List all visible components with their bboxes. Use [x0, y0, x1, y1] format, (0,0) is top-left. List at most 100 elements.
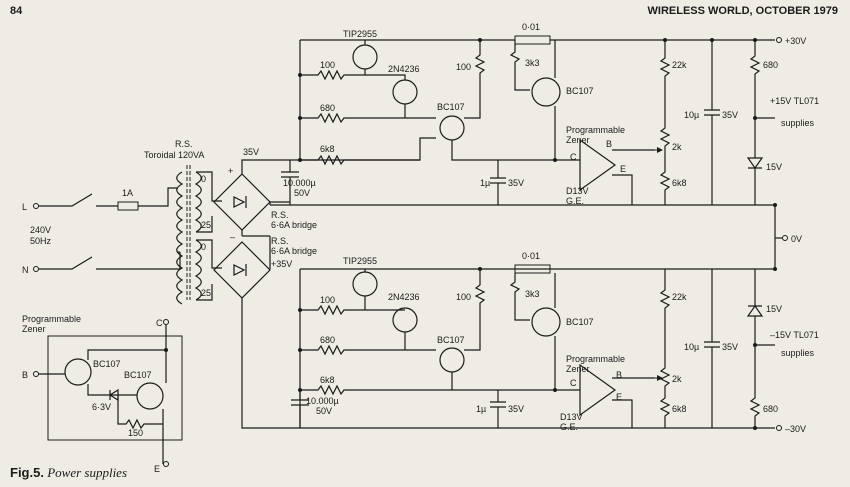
bridge-rectifier-upper: + – R.S. 6·6A bridge: [213, 159, 317, 242]
upper-pz-maker: G.E.: [566, 196, 584, 206]
lower-zener-label1: Programmable: [566, 354, 625, 364]
lower-tl071: –15V TL071: [770, 330, 819, 340]
live-terminal: [33, 203, 39, 209]
lower-t4-label: BC107: [566, 317, 594, 327]
upper-filter-cap-voltage: 50V: [294, 188, 310, 198]
lower-dc-voltage: +35V: [271, 259, 292, 269]
lower-output-terminal: [776, 425, 782, 431]
upper-dc-voltage: 35V: [243, 147, 259, 157]
upper-pin-b: B: [606, 139, 612, 149]
upper-t1-label: TIP2955: [343, 29, 377, 39]
upper-r-top: 22k: [672, 60, 687, 70]
upper-rsense: [514, 35, 551, 45]
inset-t1-label: BC107: [93, 359, 121, 369]
lower-bc107-driver: [439, 347, 465, 373]
upper-r-load: 680: [763, 60, 778, 70]
lower-out-cap-voltage: 35V: [722, 342, 738, 352]
zero-volt-terminal: [782, 235, 788, 241]
lower-supplies: supplies: [781, 348, 815, 358]
inset-pin-e: E: [154, 464, 160, 474]
bridge-lower-maker: R.S.: [271, 236, 289, 246]
lower-r3: 6k8: [320, 375, 335, 385]
upper-zener-voltage: 15V: [766, 162, 782, 172]
live-label: L: [22, 202, 27, 212]
upper-programmable-zener: [579, 138, 617, 192]
lower-filter-cap: 10.000µ: [306, 396, 339, 406]
upper-tip2955: [352, 44, 378, 70]
upper-pin-e: E: [620, 164, 626, 174]
inset-pin-b: B: [22, 370, 28, 380]
upper-r2: 680: [320, 103, 335, 113]
upper-t4-label: BC107: [566, 86, 594, 96]
zero-volt-label: 0V: [791, 234, 802, 244]
figure-caption: Fig.5. Power supplies: [10, 465, 127, 481]
upper-out-cap: 10µ: [684, 110, 699, 120]
lower-pin-e: E: [616, 392, 622, 402]
inset-terminal-b: [33, 371, 39, 377]
lower-rsense: [514, 264, 551, 274]
upper-zener-label1: Programmable: [566, 125, 625, 135]
bridge-upper-minus: –: [230, 232, 235, 242]
lower-filter-cap-voltage: 50V: [316, 406, 332, 416]
mains-voltage: 240V: [30, 225, 51, 235]
tap-0-lower: 0: [201, 242, 206, 252]
lower-r2: 680: [320, 335, 335, 345]
figure-title: Power supplies: [47, 465, 128, 480]
upper-r3: 6k8: [320, 144, 335, 154]
inset-title2: Zener: [22, 324, 46, 334]
upper-filter-cap: 10.000µ: [283, 178, 316, 188]
bridge-upper-plus: +: [228, 166, 233, 176]
upper-tl071: +15V TL071: [770, 96, 819, 106]
upper-rsense-label: 0·01: [522, 22, 540, 32]
lower-pin-b: B: [616, 370, 622, 380]
transformer-maker: R.S.: [175, 139, 193, 149]
lower-pin-c: C: [570, 378, 577, 388]
upper-bc107-sense: [531, 77, 561, 107]
bridge-upper-maker: R.S.: [271, 210, 289, 220]
bridge-rectifier-lower: R.S. 6·6A bridge: [213, 236, 317, 429]
upper-pin-c: C: [570, 152, 577, 162]
lower-out-cap: 10µ: [684, 342, 699, 352]
upper-2n4236: [392, 79, 418, 105]
lower-r-top: 22k: [672, 292, 687, 302]
neutral-label: N: [22, 265, 29, 275]
inset-terminal-e: [163, 461, 169, 467]
lower-r-load: 680: [763, 404, 778, 414]
lower-regulator: +35V 100 680 6k8 10.000µ 50V TIP2955 2N4…: [271, 251, 819, 434]
upper-output-terminal: [776, 37, 782, 43]
journal-header: WIRELESS WORLD, OCTOBER 1979: [647, 5, 839, 17]
lower-t3-label: BC107: [437, 335, 465, 345]
inset-zener-label: 6·3V: [92, 402, 111, 412]
lower-r1: 100: [320, 295, 335, 305]
lower-r4: 100: [456, 292, 471, 302]
upper-t2-label: 2N4236: [388, 64, 420, 74]
lower-pz-part: D13V: [560, 412, 583, 422]
mains-input: L N 240V 50Hz 1A: [22, 187, 181, 275]
inset-t2-label: BC107: [124, 370, 152, 380]
transformer-type: Toroidal 120VA: [144, 150, 204, 160]
fuse-symbol: [117, 201, 139, 211]
tap-25-upper: 25: [201, 220, 211, 230]
inset-transistor2: [136, 382, 164, 410]
bridge-lower-rating: 6·6A bridge: [271, 246, 317, 256]
upper-regulator: 35V 100 680 6k8 10.000µ 50V TIP2955: [243, 22, 819, 206]
page-number: 84: [10, 5, 23, 17]
upper-supplies: supplies: [781, 118, 815, 128]
upper-r-bot: 6k8: [672, 178, 687, 188]
fuse-rating: 1A: [122, 188, 133, 198]
transformer: R.S. Toroidal 120VA 0 25 0 25: [144, 139, 222, 305]
inset-res-label: 150: [128, 428, 143, 438]
upper-out-cap-voltage: 35V: [722, 110, 738, 120]
upper-r1: 100: [320, 60, 335, 70]
lower-zener-label2: Zener: [566, 364, 590, 374]
lower-pz-maker: G.E.: [560, 422, 578, 432]
upper-zener-label2: Zener: [566, 135, 590, 145]
upper-r5: 3k3: [525, 58, 540, 68]
lower-r5: 3k3: [525, 289, 540, 299]
bridge-upper-rating: 6·6A bridge: [271, 220, 317, 230]
lower-2n4236: [392, 307, 418, 333]
inset-box: [47, 335, 183, 441]
inset-programmable-zener: Programmable Zener C B E BC107 BC107 6·3…: [22, 314, 183, 474]
